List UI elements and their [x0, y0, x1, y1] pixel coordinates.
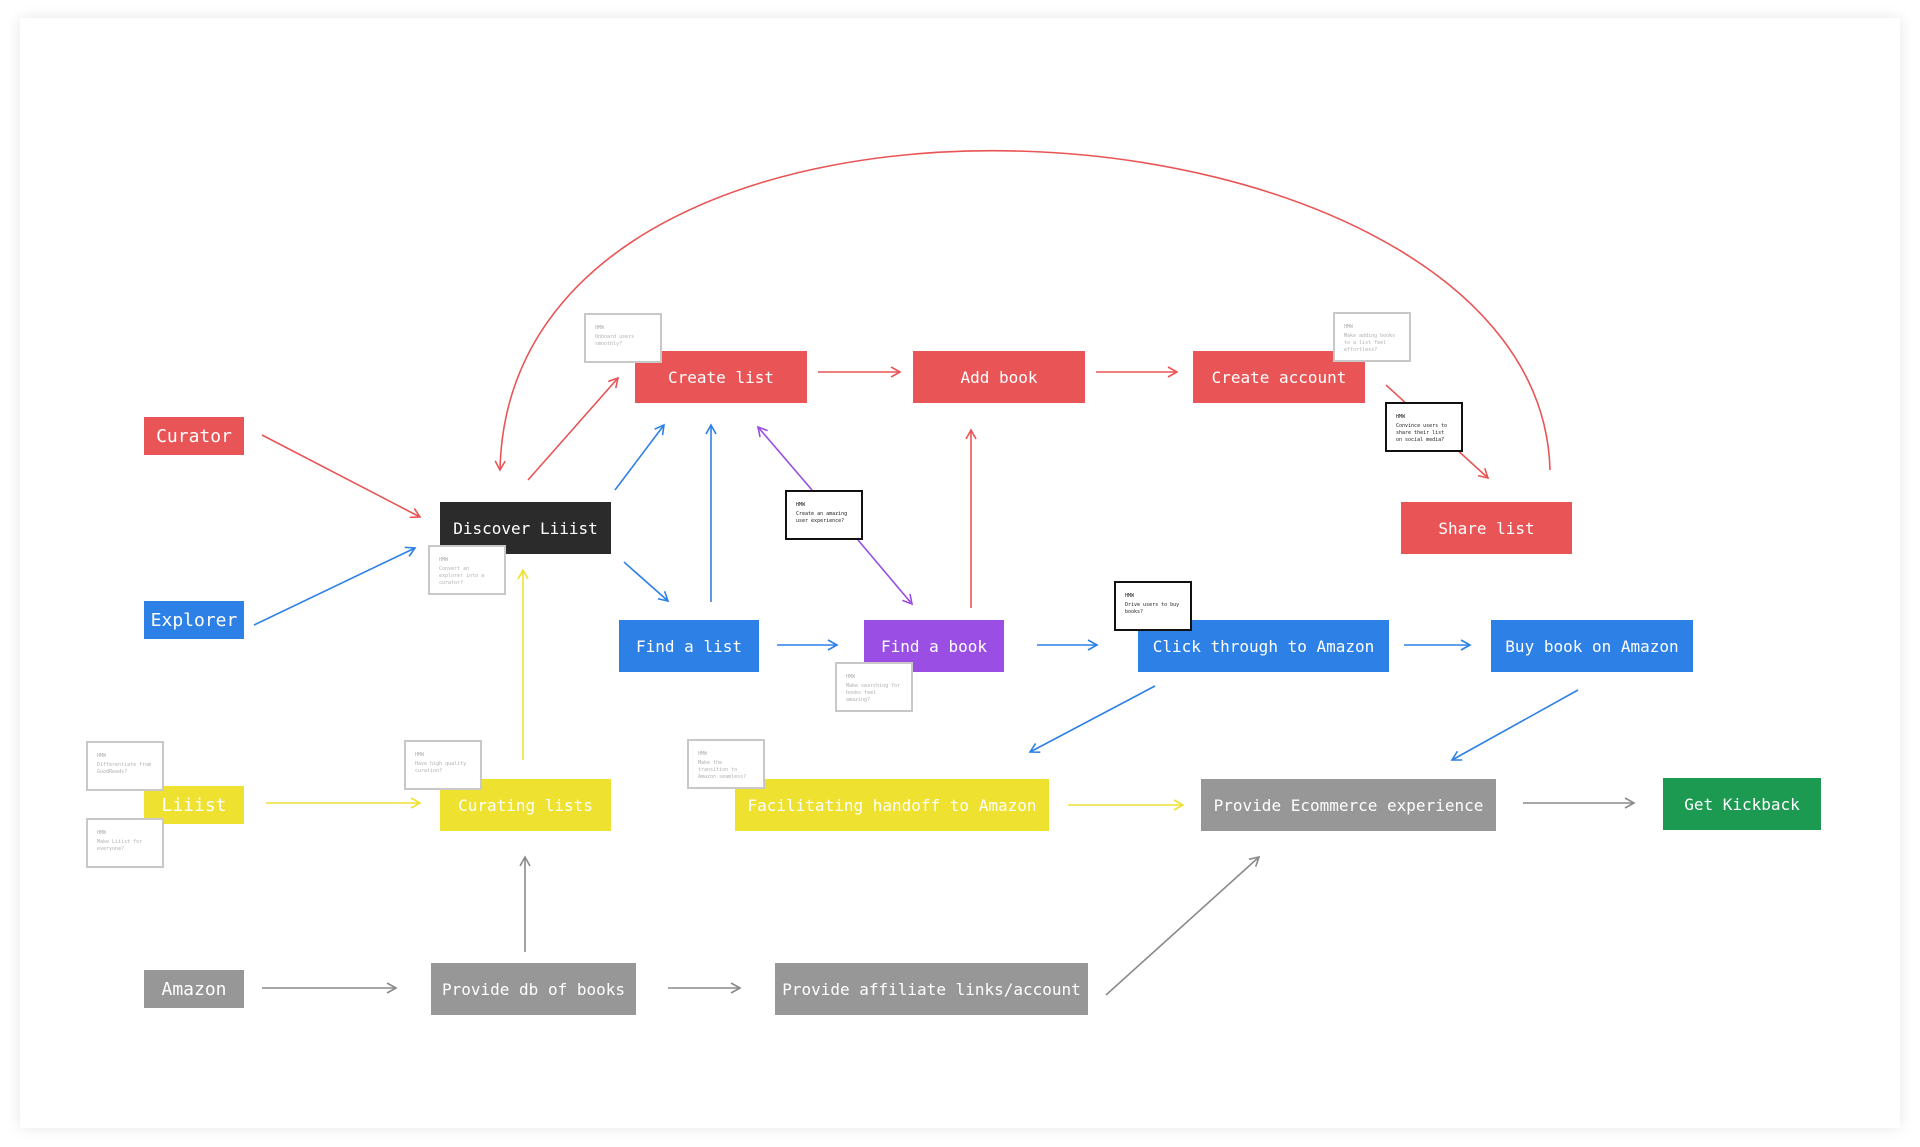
hmw-question: Convert an explorer into a curator? — [439, 566, 485, 586]
step-provide-db-of-books: Provide db of books — [431, 963, 636, 1015]
arrow-share-to-discover — [494, 149, 1551, 472]
hmw-note-liiist-everyone: HMW Make Liiist for everyone? — [86, 818, 164, 868]
arrow-curator-to-discover — [261, 434, 422, 519]
step-buy-book-on-amazon: Buy book on Amazon — [1491, 620, 1693, 672]
step-provide-affiliate-links: Provide affiliate links/account — [775, 963, 1088, 1015]
arrow-discover-up-to-create-list — [614, 423, 665, 491]
actor-liiist: Liiist — [144, 786, 244, 824]
step-create-list: Create list — [635, 351, 807, 403]
hmw-tag: HMW — [595, 325, 605, 331]
hmw-question: Onboard users smoothly? — [595, 334, 635, 347]
step-facilitating-handoff: Facilitating handoff to Amazon — [735, 779, 1049, 831]
arrow-amazing-ux-to-find-book — [857, 539, 914, 606]
actor-amazon: Amazon — [144, 970, 244, 1008]
step-get-kickback: Get Kickback — [1663, 778, 1821, 830]
arrow-amazing-ux-to-create-list — [756, 425, 813, 491]
hmw-question: Make the transition to Amazon seamless? — [698, 760, 747, 780]
hmw-note-transition-amazon: HMW Make the transition to Amazon seamle… — [687, 739, 765, 789]
hmw-note-amazing-ux: HMW Create an amazing user experience? — [785, 490, 863, 540]
hmw-note-adding-books: HMW Make adding books to a list feel eff… — [1333, 312, 1411, 362]
actor-explorer: Explorer — [144, 601, 244, 639]
hmw-tag: HMW — [1125, 593, 1135, 599]
hmw-question: Convince users to share their list on so… — [1396, 423, 1448, 443]
hmw-tag: HMW — [97, 830, 107, 836]
arrow-discover-to-find-list — [623, 561, 670, 603]
hmw-note-differentiate: HMW Differentiate from GoodReads? — [86, 741, 164, 791]
hmw-note-drive-buy: HMW Drive users to buy books? — [1114, 581, 1192, 631]
hmw-note-share-social: HMW Convince users to share their list o… — [1385, 402, 1463, 452]
hmw-question: Differentiate from GoodReads? — [97, 762, 152, 775]
step-provide-ecommerce: Provide Ecommerce experience — [1201, 779, 1496, 831]
hmw-tag: HMW — [415, 752, 425, 758]
diagram-canvas — [20, 18, 1900, 1128]
hmw-question: Have high quality curation? — [415, 761, 467, 774]
hmw-question: Make Liiist for everyone? — [97, 839, 143, 852]
step-find-a-list: Find a list — [619, 620, 759, 672]
hmw-tag: HMW — [97, 753, 107, 759]
hmw-tag: HMW — [1396, 414, 1406, 420]
hmw-tag: HMW — [439, 557, 449, 563]
hmw-question: Drive users to buy books? — [1125, 602, 1180, 615]
hmw-question: Create an amazing user experience? — [796, 511, 848, 524]
hmw-note-onboard: HMW Onboard users smoothly? — [584, 313, 662, 363]
hmw-question: Make adding books to a list feel effortl… — [1344, 333, 1396, 353]
arrow-discover-to-create-list — [527, 376, 620, 481]
step-share-list: Share list — [1401, 502, 1572, 554]
hmw-note-searching-books: HMW Make searching for books feel amazin… — [835, 662, 913, 712]
hmw-tag: HMW — [846, 674, 856, 680]
hmw-tag: HMW — [698, 751, 708, 757]
hmw-tag: HMW — [1344, 324, 1354, 330]
hmw-note-high-quality: HMW Have high quality curation? — [404, 740, 482, 790]
arrow-click-through-to-facilitating — [1028, 685, 1156, 754]
step-click-through-to-amazon: Click through to Amazon — [1138, 620, 1389, 672]
hmw-tag: HMW — [796, 502, 806, 508]
actor-curator: Curator — [144, 417, 244, 455]
hmw-note-explorer-curator: HMW Convert an explorer into a curator? — [428, 545, 506, 595]
hmw-question: Make searching for books feel amazing? — [846, 683, 901, 703]
step-add-book: Add book — [913, 351, 1085, 403]
arrow-affiliate-to-ecommerce — [1105, 855, 1261, 996]
arrow-buy-to-ecommerce — [1450, 689, 1579, 761]
arrow-explorer-to-discover — [253, 546, 417, 626]
